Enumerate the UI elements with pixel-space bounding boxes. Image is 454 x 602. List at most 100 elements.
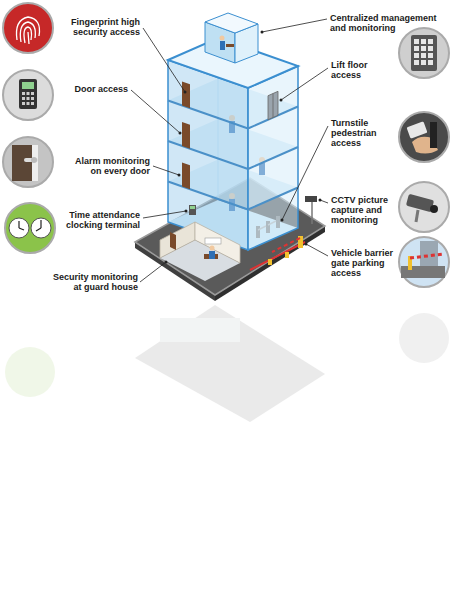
clocking-terminal (189, 205, 196, 215)
clock-icon (5, 203, 55, 253)
keypad-icon (414, 39, 419, 44)
building-tower (168, 101, 248, 129)
reflection (399, 313, 449, 363)
fingerprint-icon (16, 17, 39, 44)
leader-dot (184, 91, 187, 94)
building-tower (168, 38, 298, 88)
access-reader-icon (31, 102, 34, 105)
leader-dot (165, 31, 322, 264)
keypad-icon (428, 53, 433, 58)
guard-house (160, 222, 195, 258)
leader-line (306, 244, 328, 256)
keypad-icon (421, 39, 426, 44)
guard-house (205, 238, 221, 244)
clock-icon (19, 220, 41, 231)
access-reader-icon (22, 92, 34, 105)
leader-line (262, 19, 327, 32)
cctv-camera (311, 202, 313, 224)
clock-icon (18, 221, 19, 228)
access-reader-icon (27, 102, 30, 105)
access-reader-icon (31, 92, 34, 95)
guard-house (195, 222, 240, 263)
access-reader-icon (22, 82, 34, 89)
building-tower (168, 101, 298, 210)
access-reader-icon (22, 102, 25, 105)
access-reader-icon (22, 92, 25, 95)
callout-label: Lift floor access (331, 60, 381, 80)
leader-line (143, 211, 186, 218)
door-handle-icon (12, 145, 32, 181)
vehicle-barrier (272, 238, 300, 252)
leader-dot (305, 243, 308, 246)
leader-line (140, 262, 166, 282)
keypad-icon (399, 28, 449, 78)
leader-dot (179, 132, 182, 135)
guard-house (170, 232, 176, 250)
keypad-icon (421, 60, 426, 65)
keypad-icon (428, 60, 433, 65)
keypad-icon (421, 46, 426, 51)
reflection (135, 305, 325, 422)
cctv-camera (305, 196, 317, 202)
keypad-icon (428, 46, 433, 51)
clock-icon (9, 218, 29, 238)
control-room (220, 41, 225, 50)
card-hand-icon (406, 121, 427, 138)
clocking-terminal (189, 205, 196, 215)
reflection (5, 305, 449, 422)
access-reader-icon (27, 97, 30, 100)
barrier-icon (399, 237, 449, 287)
camera-icon (399, 182, 449, 232)
fingerprint-icon (3, 3, 53, 53)
leader-dot (178, 174, 181, 177)
control-room (205, 13, 258, 33)
callout-label: CCTV picture capture and monitoring (331, 195, 399, 225)
keypad-icon (411, 35, 437, 71)
access-reader-icon (3, 70, 53, 120)
camera-icon (399, 182, 449, 232)
reflection (5, 347, 55, 397)
control-room (226, 44, 234, 47)
door (182, 163, 190, 190)
access-reader-icon (22, 97, 25, 100)
callout-label: Vehicle barrier gate parking access (331, 248, 401, 278)
card-hand-icon (430, 122, 437, 148)
callout-label: Fingerprint high security access (60, 17, 140, 37)
vehicle-barrier (268, 259, 272, 265)
leader-line (131, 19, 328, 282)
fingerprint-icon (24, 27, 32, 43)
vehicle-barrier (268, 236, 303, 265)
door-handle-icon (3, 137, 53, 187)
building-tower (168, 182, 248, 210)
callout-label: Door access (64, 84, 128, 94)
callout-label: Alarm monitoring on every door (66, 156, 150, 176)
guard-house (209, 251, 215, 259)
keypad-icon (421, 53, 426, 58)
leader-dot (185, 210, 188, 213)
leader-line (143, 28, 185, 92)
callout-label: Security monitoring at guard house (48, 272, 138, 292)
leader-line (131, 90, 180, 133)
building-tower (248, 188, 298, 210)
control-room (205, 13, 258, 63)
clock-icon (36, 228, 41, 231)
callout-label: Time attendance clocking terminal (60, 210, 140, 230)
access-reader-icon (19, 79, 37, 109)
clock-icon (31, 218, 51, 238)
camera-icon (406, 194, 434, 212)
keypad-icon (414, 46, 419, 51)
building-interior (168, 38, 298, 250)
barrier-icon (401, 266, 445, 278)
card-hand-icon (399, 112, 449, 162)
keypad-icon (428, 39, 433, 44)
fingerprint-icon (3, 3, 53, 53)
lift-door (273, 94, 274, 118)
fingerprint-icon (20, 22, 35, 42)
door (182, 82, 190, 190)
barrier-icon (410, 254, 444, 258)
keypad-icon (414, 39, 433, 65)
door-handle-icon (31, 157, 37, 163)
control-room (220, 36, 225, 41)
camera-icon (430, 205, 438, 213)
